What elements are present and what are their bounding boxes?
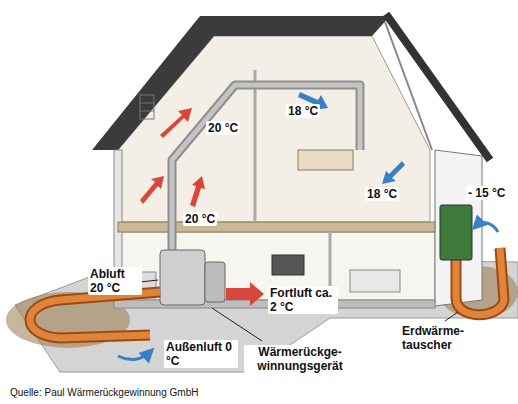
radiator xyxy=(140,103,154,104)
temperature-label: - 15 °C xyxy=(466,186,507,200)
air-arrow xyxy=(382,161,405,184)
temperature-label: Fortluft ca. 2 °C xyxy=(268,286,338,314)
air-arrow xyxy=(190,176,205,207)
bed xyxy=(298,150,353,170)
air-arrow xyxy=(140,176,164,204)
temperature-label: 20 °C xyxy=(206,121,240,135)
leader-line xyxy=(212,308,262,341)
air-arrow xyxy=(160,108,192,138)
temperature-label: Wärmerückge- winnungsgerät xyxy=(244,345,356,373)
exhaust-arrow xyxy=(226,282,264,306)
temperature-label: 20 °C xyxy=(183,212,217,226)
leader-line xyxy=(445,312,458,321)
ground-pipe xyxy=(30,292,160,338)
partition xyxy=(254,70,257,222)
ground-exchanger-housing xyxy=(440,205,472,260)
roof-edge xyxy=(386,14,490,160)
floor-slab xyxy=(118,222,435,232)
temperature-label: 18 °C xyxy=(286,104,320,118)
heat-recovery-unit xyxy=(160,250,205,305)
temperature-label: Erdwärme- tauscher xyxy=(400,324,478,352)
heat-recovery-unit xyxy=(205,262,225,302)
radiator xyxy=(140,95,154,119)
source-note: Quelle: Paul Wärmerückgewinnung GmbH xyxy=(8,386,200,400)
intake-arrow xyxy=(476,223,498,232)
temperature-label: Abluft 20 °C xyxy=(88,267,142,295)
temperature-label: Außenluft 0 °C xyxy=(164,340,238,368)
leader-line xyxy=(140,280,158,282)
temperature-label: 18 °C xyxy=(365,187,399,201)
tv xyxy=(272,255,304,275)
ground-pipe xyxy=(30,292,160,338)
radiator xyxy=(140,111,154,112)
sofa xyxy=(350,270,400,292)
intake-arrow xyxy=(118,352,150,359)
